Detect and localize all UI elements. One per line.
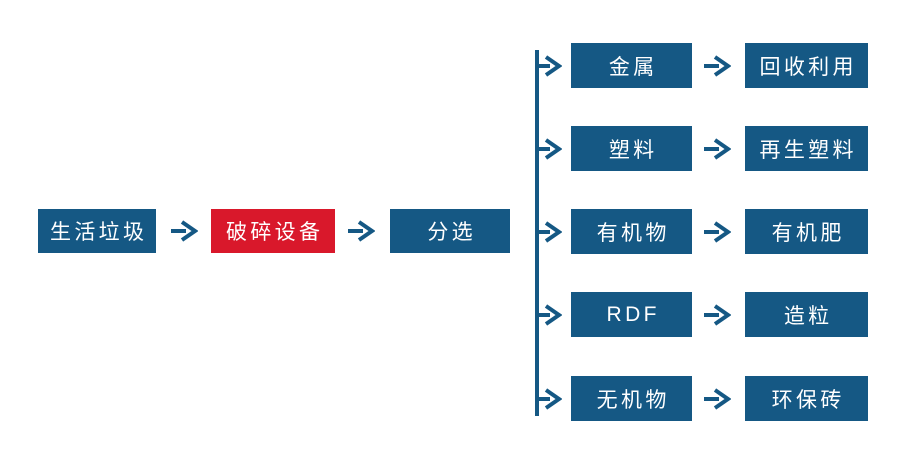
arrow-right-icon (703, 388, 731, 410)
node-inorganic-matter: 无机物 (571, 376, 692, 421)
node-household-waste: 生活垃圾 (38, 209, 156, 253)
arrow-right-icon (534, 388, 562, 410)
arrow-right-icon (534, 55, 562, 77)
arrow-right-icon (534, 138, 562, 160)
branch-row-plastic: 塑料 再生塑料 (0, 126, 900, 171)
branch-row-metal: 金属 回收利用 (0, 43, 900, 88)
node-rdf: RDF (571, 292, 692, 337)
arrow-right-icon (534, 221, 562, 243)
arrow-right-icon (703, 55, 731, 77)
arrow-right-icon (703, 304, 731, 326)
branch-row-organic: 有机物 有机肥 (0, 209, 900, 254)
arrow-right-icon (170, 220, 198, 242)
branch-row-inorganic: 无机物 环保砖 (0, 376, 900, 421)
branch-row-rdf: RDF 造粒 (0, 292, 900, 337)
node-eco-brick: 环保砖 (745, 376, 868, 421)
node-recycled-plastic: 再生塑料 (745, 126, 868, 171)
node-organic-matter: 有机物 (571, 209, 692, 254)
node-granulation: 造粒 (745, 292, 868, 337)
arrow-right-icon (347, 220, 375, 242)
arrow-right-icon (703, 221, 731, 243)
node-plastic: 塑料 (571, 126, 692, 171)
node-metal: 金属 (571, 43, 692, 88)
node-sorting: 分选 (390, 209, 510, 253)
node-organic-fertilizer: 有机肥 (745, 209, 868, 254)
arrow-right-icon (534, 304, 562, 326)
arrow-right-icon (703, 138, 731, 160)
node-recycling: 回收利用 (745, 43, 868, 88)
node-crushing-equipment: 破碎设备 (211, 209, 335, 253)
